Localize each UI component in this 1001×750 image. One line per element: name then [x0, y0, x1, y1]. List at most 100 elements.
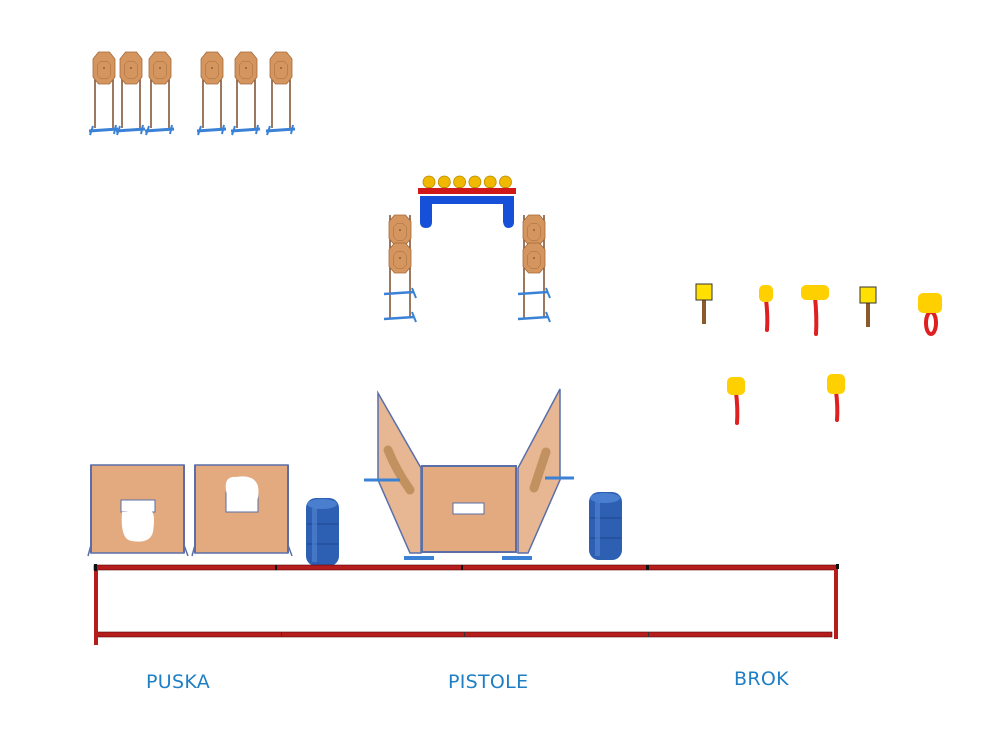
barrels-group: [306, 492, 622, 566]
target-zone: [274, 60, 288, 80]
stand-foot: [116, 125, 121, 136]
paper-target-stand: [196, 51, 227, 136]
shotgun-popper-square: [859, 286, 877, 327]
stand-foot: [411, 287, 417, 299]
paper-target-stand: [88, 51, 119, 136]
target-zone: [124, 60, 138, 80]
target-center: [533, 229, 535, 231]
stand-base: [144, 127, 175, 133]
plate-rack-base: [420, 196, 514, 228]
target-center: [130, 67, 132, 69]
paper-target-stand: [144, 51, 175, 136]
shotgun-popper-drawn: [727, 377, 745, 425]
wall-foot-left: [404, 556, 434, 560]
stand-foot: [113, 124, 117, 135]
popper-face: [727, 377, 745, 395]
popper-face: [695, 283, 713, 301]
target-zone: [97, 60, 111, 80]
shotgun-popper-drawn: [759, 285, 773, 332]
stand-foot: [169, 124, 173, 135]
shotgun-targets-group: [695, 283, 942, 425]
stand-rail: [517, 290, 549, 296]
steel-plate: [422, 175, 436, 189]
stand-foot: [145, 125, 150, 136]
steel-plate: [483, 175, 497, 189]
stand-foot: [89, 125, 94, 136]
popper-post: [764, 297, 770, 332]
shotgun-popper-drawn: [918, 293, 942, 336]
stand-base: [230, 127, 261, 133]
popper-post: [866, 301, 870, 327]
stand-foot: [545, 287, 551, 299]
section-label-puska: PUSKA: [146, 671, 211, 693]
stand-base: [88, 127, 119, 133]
stand-rail: [383, 290, 415, 296]
paper-target-stand: [115, 51, 146, 136]
target-zone: [153, 60, 167, 80]
steel-plate: [453, 175, 467, 189]
stand-foot: [411, 311, 417, 323]
popper-face: [827, 374, 845, 394]
stand-foot: [140, 124, 144, 135]
target-zone: [527, 223, 541, 241]
steel-plate: [468, 175, 482, 189]
paper-target-stand: [265, 51, 296, 136]
popper-face: [801, 285, 829, 300]
stand-base: [115, 127, 146, 133]
paper-target-stand: [230, 51, 261, 136]
stand-base: [196, 127, 227, 133]
pistol-walls: [364, 388, 574, 560]
stand-foot: [197, 125, 202, 136]
section-label-pistole: PISTOLE: [448, 671, 529, 693]
section-label-brok: BROK: [734, 668, 789, 690]
popper-post: [734, 390, 740, 425]
stand-base: [265, 127, 296, 133]
target-zone: [527, 251, 541, 269]
popper-face: [859, 286, 877, 304]
stand-foot: [231, 125, 236, 136]
popper-face: [918, 293, 942, 313]
target-center: [399, 257, 401, 259]
target-center: [399, 229, 401, 231]
rifle-wall-1: [87, 464, 189, 557]
popper-post: [702, 298, 706, 324]
barrel-highlight: [595, 502, 600, 556]
plate-rack: [418, 175, 516, 228]
popper-post: [924, 310, 938, 336]
steel-plates: [422, 175, 512, 190]
stand-base: [517, 315, 549, 321]
stacked-target-stand-left: [383, 214, 417, 323]
target-center: [245, 67, 247, 69]
paper-targets-group: [88, 51, 296, 136]
target-zone: [393, 223, 407, 241]
stand-base: [383, 315, 415, 321]
target-zone: [393, 251, 407, 269]
wall-foot-right: [502, 556, 532, 560]
popper-post: [813, 295, 819, 336]
barrel: [306, 498, 339, 566]
steel-plate: [437, 175, 451, 189]
stand-foot: [266, 125, 271, 136]
barrel-lid: [590, 493, 620, 503]
barrel-highlight: [312, 508, 317, 562]
fault-line-box: [93, 564, 839, 645]
popper-face: [759, 285, 773, 302]
stand-foot: [545, 311, 551, 323]
target-center: [103, 67, 105, 69]
target-center: [280, 67, 282, 69]
pistol-wall-port: [452, 502, 485, 515]
shotgun-popper-drawn: [827, 374, 845, 422]
stand-foot: [221, 124, 225, 135]
barrel: [589, 492, 622, 560]
stand-foot: [255, 124, 259, 135]
plate-rack-bar: [418, 188, 516, 194]
target-center: [533, 257, 535, 259]
stacked-target-stand-right: [517, 214, 551, 323]
barrel-lid: [307, 499, 337, 509]
steel-plate: [499, 175, 512, 189]
shotgun-popper-square: [695, 283, 713, 324]
stand-foot: [290, 124, 294, 135]
popper-post: [834, 389, 840, 422]
target-zone: [239, 60, 253, 80]
